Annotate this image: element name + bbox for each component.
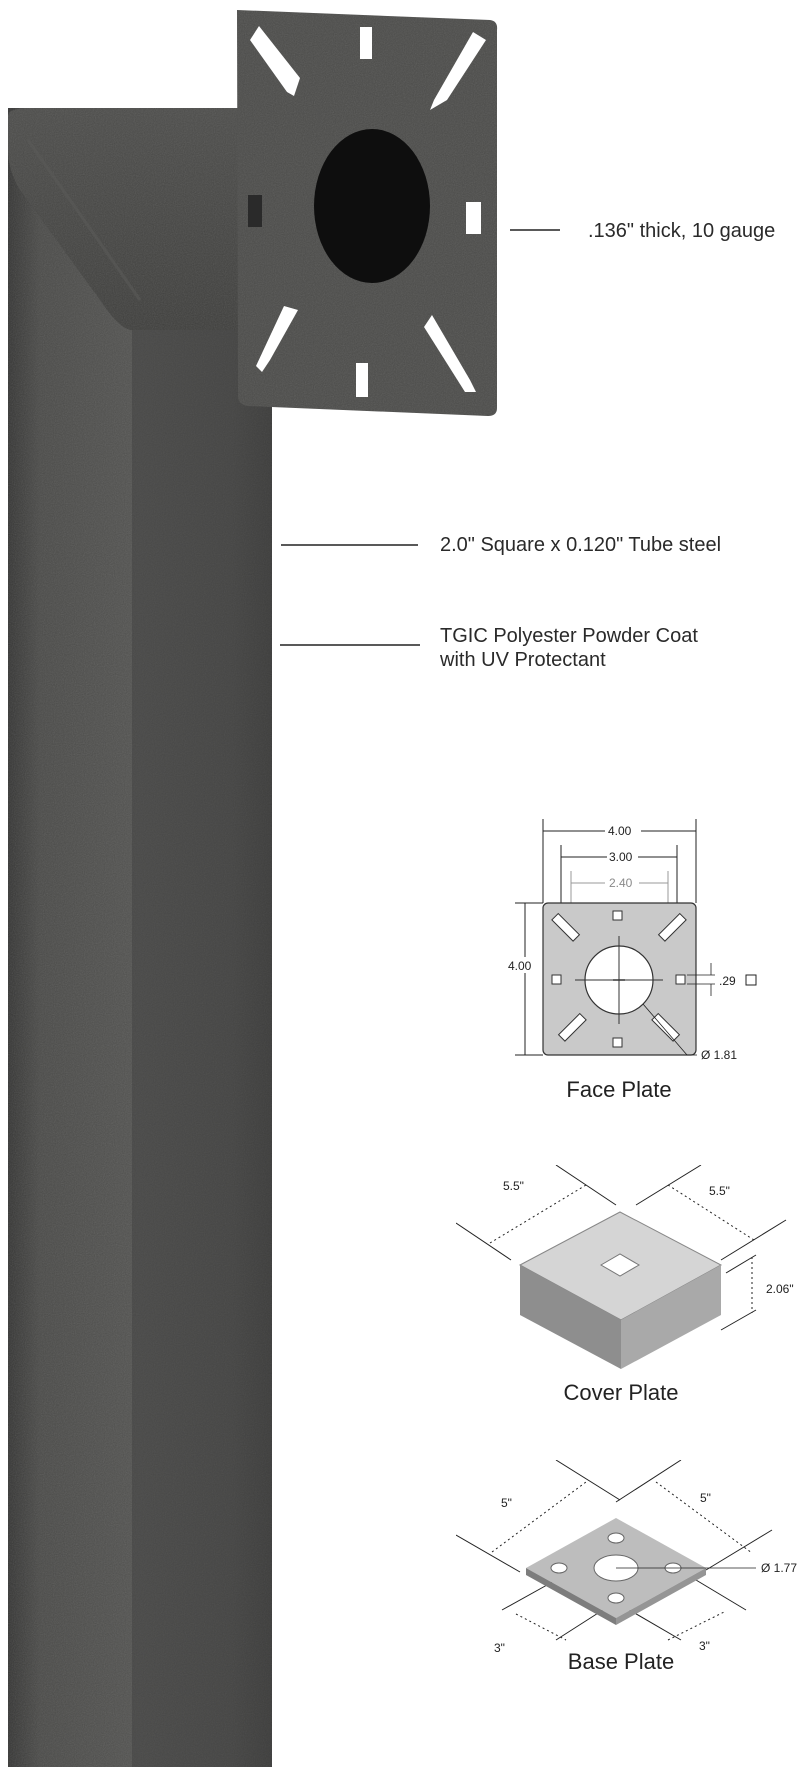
dim-base-right-top: 5"	[700, 1491, 711, 1505]
cover-plate-caption: Cover Plate	[563, 1380, 679, 1405]
dim-cover-height: 2.06"	[766, 1282, 794, 1296]
dim-base-left-top: 5"	[501, 1496, 512, 1510]
coat-label-line2: with UV Protectant	[440, 649, 606, 671]
dim-height: 4.00	[508, 959, 532, 973]
dim-base-left-bottom: 3"	[494, 1641, 505, 1655]
dim-base-hole: Ø 1.77	[761, 1561, 797, 1575]
face-plate-caption: Face Plate	[566, 1077, 672, 1102]
cover-plate-drawing: 5.5" 5.5" 2.06"	[456, 1165, 794, 1369]
dim-cover-right: 5.5"	[709, 1184, 730, 1198]
dim-center-hole: Ø 1.81	[701, 1048, 737, 1062]
plate-thickness-label: .136" thick, 10 gauge	[588, 220, 776, 242]
dim-square-hole: .29	[719, 974, 736, 988]
square-symbol-icon	[745, 974, 757, 986]
face-plate-drawing: 4.00 3.00 2.40 4.00	[508, 819, 757, 1062]
tube-post	[8, 108, 272, 1767]
dim-base-right-bottom: 3"	[699, 1639, 710, 1653]
face-plate-photo	[237, 10, 498, 416]
tube-spec-label: 2.0" Square x 0.120" Tube steel	[440, 534, 722, 556]
dim-outer-width: 4.00	[608, 824, 632, 838]
dim-inner-width: 2.40	[609, 876, 633, 890]
dim-cover-left: 5.5"	[503, 1179, 524, 1193]
dim-mid-width: 3.00	[609, 850, 633, 864]
coat-label-line1: TGIC Polyester Powder Coat	[440, 625, 698, 647]
base-plate-caption: Base Plate	[567, 1649, 675, 1674]
tube-arm	[8, 108, 250, 330]
base-plate-drawing: 5" 5" 3" 3" Ø 1.77	[456, 1460, 797, 1655]
